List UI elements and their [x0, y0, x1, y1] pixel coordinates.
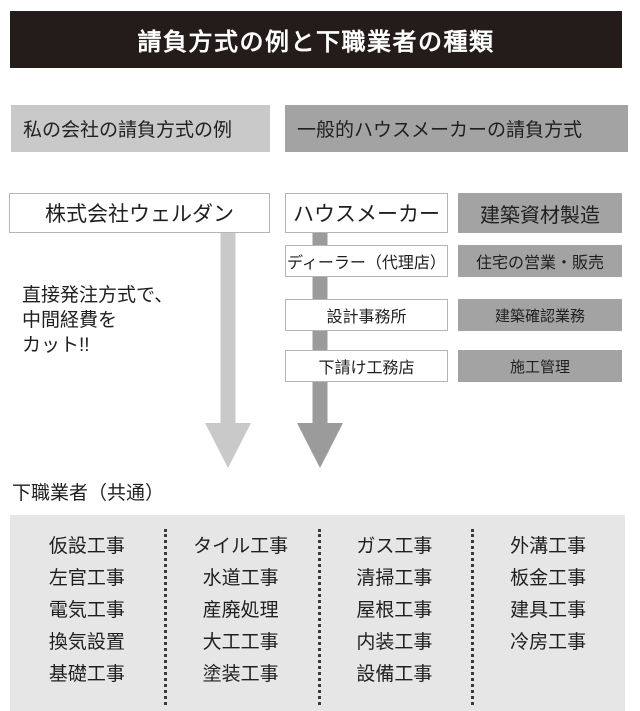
arrow-head [297, 423, 343, 468]
box-role-material-manufacturing-label: 建築資材製造 [480, 204, 600, 227]
box-role-housing-sales-label: 住宅の営業・販売 [475, 255, 604, 272]
trade-item: 外溝工事 [510, 536, 587, 557]
trade-item: ガス工事 [356, 536, 433, 557]
trade-item: 内装工事 [356, 632, 433, 653]
box-house-maker-label: ハウスメーカー [293, 203, 440, 226]
direct-order-note: 直接発注方式で、 中間経費を カット!! [22, 285, 174, 356]
box-own-company-label: 株式会社ウェルダン [45, 203, 234, 226]
trades-column-2: タイル工事 水道工事 産廃処理 大工工事 塗装工事 [163, 515, 318, 711]
box-house-maker: ハウスメーカー [285, 193, 448, 233]
trade-item: 産廃処理 [202, 600, 279, 621]
subtitle-left-label: 私の会社の請負方式の例 [23, 120, 233, 141]
diagram-title-bar: 請負方式の例と下職業者の種類 [10, 11, 622, 68]
trade-item: 板金工事 [510, 568, 587, 589]
trade-item: タイル工事 [193, 536, 289, 557]
trade-item: 水道工事 [202, 568, 279, 589]
subtitle-right-column: 一般的ハウスメーカーの請負方式 [285, 105, 628, 152]
box-role-construction-management: 施工管理 [458, 350, 622, 382]
box-design-office-label: 設計事務所 [326, 309, 407, 326]
trade-item: 清掃工事 [356, 568, 433, 589]
subtitle-left-column: 私の会社の請負方式の例 [11, 105, 270, 152]
trade-item: 左官工事 [48, 568, 125, 589]
trades-section-label: 下職業者（共通） [12, 483, 165, 504]
box-subcontractor-builder: 下請け工務店 [285, 350, 448, 382]
trade-item: 冷房工事 [510, 632, 587, 653]
box-role-building-confirmation-label: 建築確認業務 [494, 307, 585, 325]
trade-item: 仮設工事 [48, 536, 125, 557]
trade-item: 屋根工事 [356, 600, 433, 621]
trades-column-1: 仮設工事 左官工事 電気工事 換気設置 基礎工事 [10, 515, 164, 711]
trades-column-3: ガス工事 清掃工事 屋根工事 内装工事 設備工事 [317, 515, 472, 711]
page-title: 請負方式の例と下職業者の種類 [137, 29, 495, 56]
arrow-head [205, 423, 251, 468]
box-dealer-label: ディーラー（代理店） [287, 255, 446, 272]
subtitle-right-label: 一般的ハウスメーカーの請負方式 [297, 120, 583, 141]
trade-item: 建具工事 [510, 600, 587, 621]
box-role-construction-management-label: 施工管理 [509, 358, 570, 376]
trades-table: 仮設工事 左官工事 電気工事 換気設置 基礎工事 タイル工事 水道工事 産廃処理… [10, 515, 625, 711]
box-role-material-manufacturing: 建築資材製造 [458, 193, 622, 233]
box-subcontractor-builder-label: 下請け工務店 [318, 360, 415, 377]
trade-item: 塗装工事 [202, 664, 279, 685]
trade-item: 基礎工事 [48, 664, 125, 685]
box-dealer: ディーラー（代理店） [285, 245, 448, 277]
arrow-shaft [220, 232, 236, 423]
trades-column-4: 外溝工事 板金工事 建具工事 冷房工事 [471, 515, 625, 711]
down-arrow-icon-left [205, 232, 251, 468]
trade-item: 換気設置 [48, 632, 125, 653]
trade-item: 設備工事 [356, 664, 433, 685]
box-role-housing-sales: 住宅の営業・販売 [458, 245, 622, 277]
box-own-company: 株式会社ウェルダン [9, 193, 270, 233]
box-role-building-confirmation: 建築確認業務 [458, 299, 622, 331]
box-design-office: 設計事務所 [285, 299, 448, 331]
trade-item: 電気工事 [48, 600, 125, 621]
trade-item: 大工工事 [202, 632, 279, 653]
